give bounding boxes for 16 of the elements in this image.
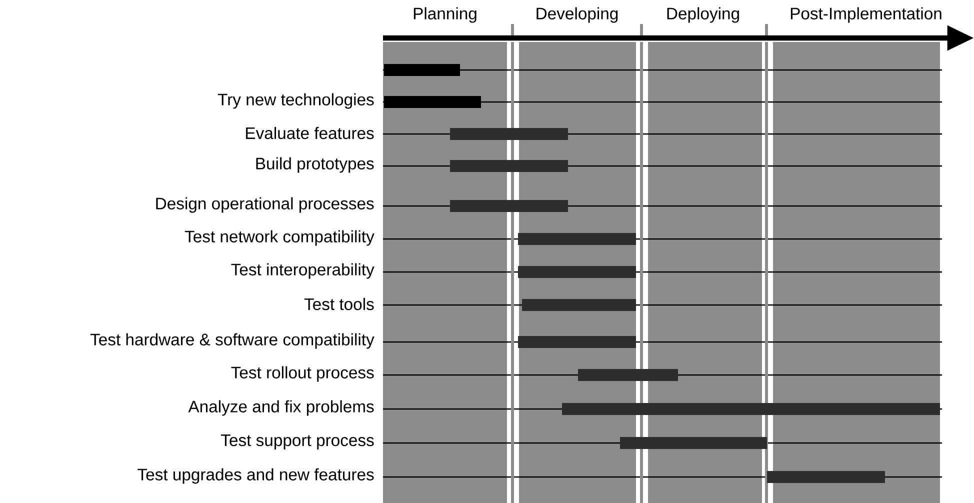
task-label: Test rollout process bbox=[231, 366, 374, 382]
phase-label: Post-Implementation bbox=[790, 7, 942, 23]
task-label: Test interoperability bbox=[231, 263, 374, 279]
task-label: Design operational processes bbox=[156, 197, 374, 213]
phase-label: Developing bbox=[536, 7, 618, 23]
task-label: Test tools bbox=[304, 298, 374, 310]
phase-label: Planning bbox=[414, 7, 476, 23]
task-label: Test support process bbox=[221, 434, 374, 450]
task-label: Test upgrades and new features bbox=[138, 468, 374, 484]
task-label: Try new technologies bbox=[218, 93, 374, 109]
task-label: Analyze and fix problems bbox=[188, 400, 374, 416]
task-label: Build prototypes bbox=[256, 157, 374, 173]
task-label: Test network compatibility bbox=[184, 230, 374, 246]
task-label: Test hardware & software compatibility bbox=[90, 333, 374, 349]
phase-label: Deploying bbox=[667, 7, 739, 23]
task-label: Evaluate features bbox=[246, 126, 374, 140]
